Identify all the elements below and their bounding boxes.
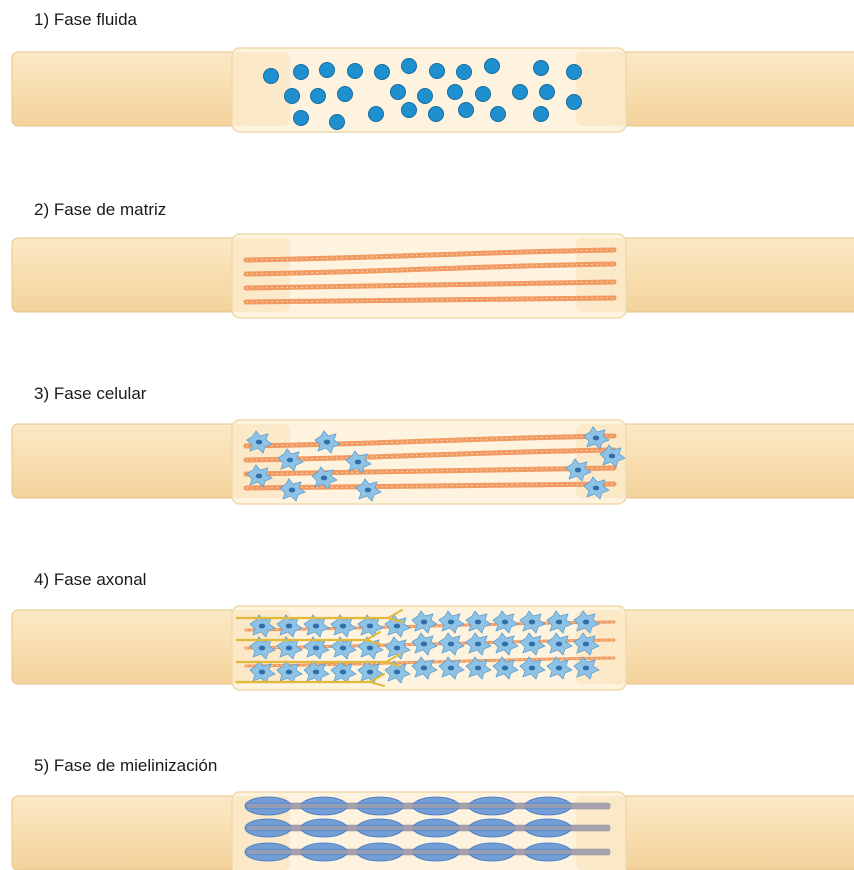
stage-title-axonal: 4) Fase axonal [34, 570, 146, 590]
proximal-nerve-stump [12, 238, 244, 312]
fluid-particle [375, 65, 390, 80]
distal-stump-end [576, 52, 626, 126]
stage-title-myelination: 5) Fase de mielinización [34, 756, 217, 776]
nerve-guidance-conduit [232, 234, 626, 318]
fluid-particle [429, 107, 444, 122]
stage-title-matrix: 2) Fase de matriz [34, 200, 166, 220]
proximal-nerve-stump [12, 52, 244, 126]
fluid-particle [264, 69, 279, 84]
fluid-particle [320, 63, 335, 78]
proximal-stump-end [232, 52, 290, 126]
fluid-particle [567, 95, 582, 110]
fluid-particle [430, 64, 445, 79]
fluid-particle [567, 65, 582, 80]
fluid-particle [311, 89, 326, 104]
proximal-nerve-stump [12, 424, 244, 498]
cellular-phase-illustration [0, 416, 854, 508]
distal-nerve-stump [612, 424, 854, 498]
distal-nerve-stump [612, 238, 854, 312]
matrix-phase-illustration [0, 230, 854, 322]
fluid-particle [448, 85, 463, 100]
fluid-particle [457, 65, 472, 80]
fluid-particle [294, 111, 309, 126]
stage-title-cellular: 3) Fase celular [34, 384, 146, 404]
stage-title-fluid: 1) Fase fluida [34, 10, 137, 30]
fluid-particle [391, 85, 406, 100]
fluid-particle [402, 59, 417, 74]
fluid-particle [534, 61, 549, 76]
proximal-nerve-stump [12, 610, 244, 684]
fluid-particle [418, 89, 433, 104]
fluid-particle [285, 89, 300, 104]
axon-core [248, 804, 610, 808]
fluid-particle [348, 64, 363, 79]
proximal-nerve-stump [12, 796, 244, 870]
fluid-particle [513, 85, 528, 100]
fluid-particle [459, 103, 474, 118]
fluid-particle [369, 107, 384, 122]
fluid-particle [476, 87, 491, 102]
axonal-phase-illustration [0, 602, 854, 694]
fluid-particle [338, 87, 353, 102]
myelination-phase-illustration [0, 788, 854, 870]
fluid-particle [485, 59, 500, 74]
fluid-particle [402, 103, 417, 118]
fluid-particle [330, 115, 345, 130]
distal-nerve-stump [612, 796, 854, 870]
distal-nerve-stump [612, 610, 854, 684]
axon-core [248, 826, 610, 830]
fluid-particle [294, 65, 309, 80]
axon-core [248, 850, 610, 854]
fluid-phase-illustration [0, 44, 854, 136]
fluid-particle [491, 107, 506, 122]
fluid-particle [534, 107, 549, 122]
fluid-particle [540, 85, 555, 100]
distal-nerve-stump [612, 52, 854, 126]
